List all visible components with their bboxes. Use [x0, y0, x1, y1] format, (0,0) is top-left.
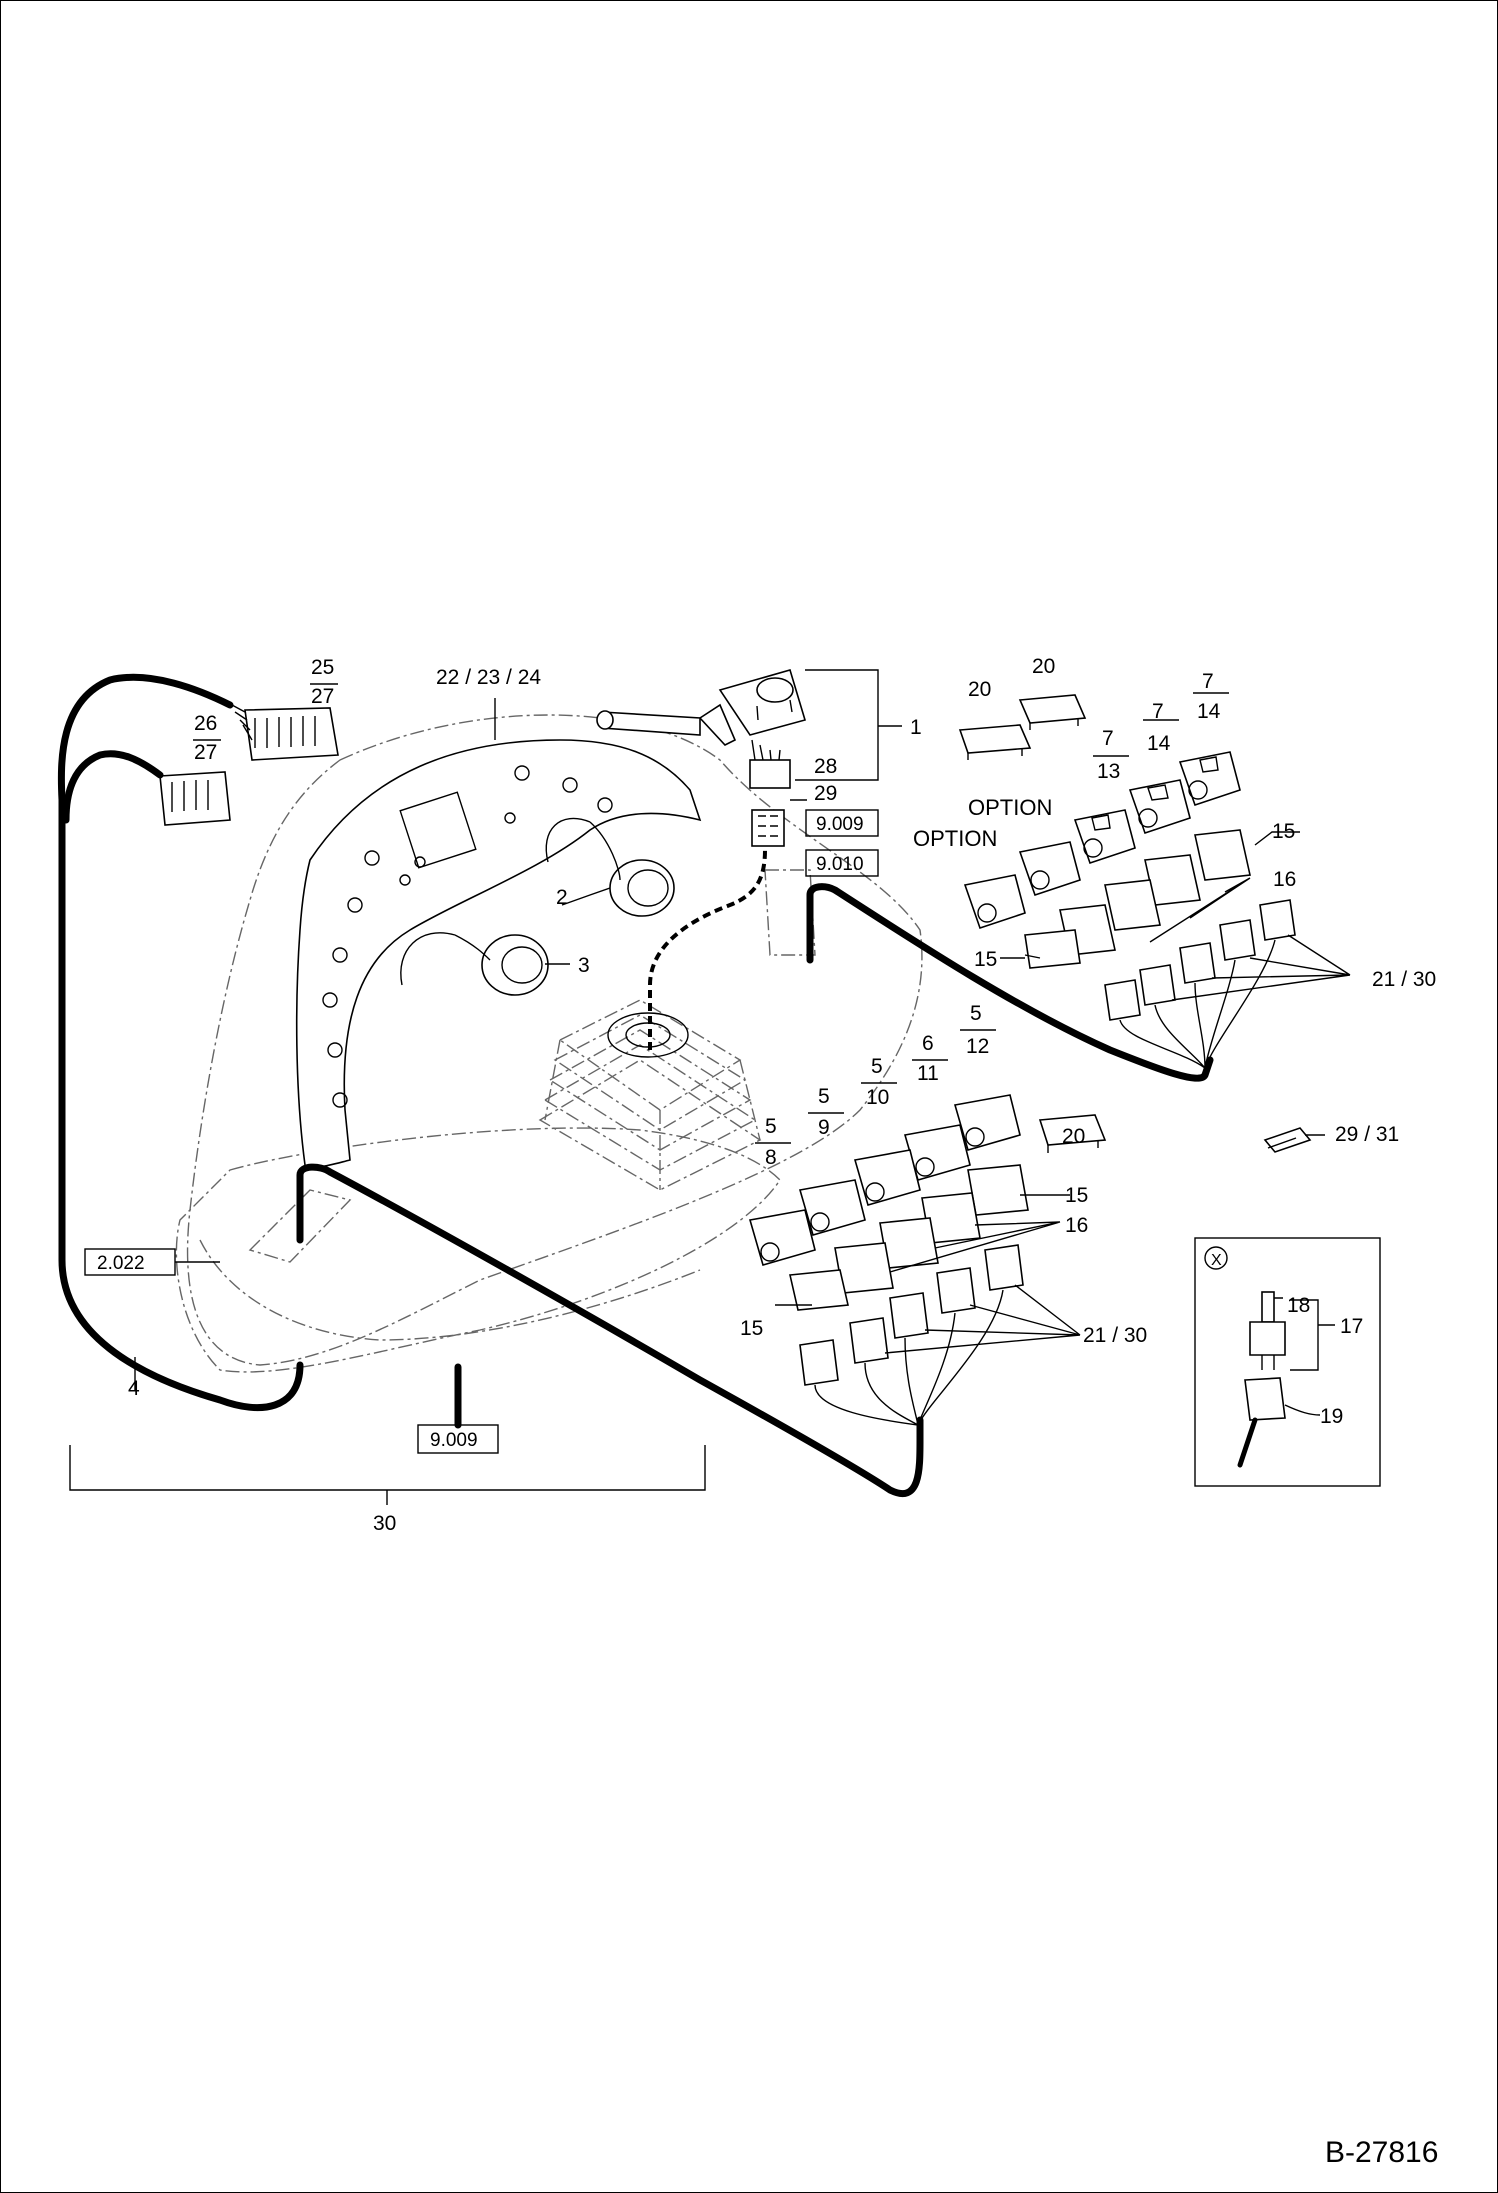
- label-26: 26: [194, 712, 217, 735]
- label-13: 13: [1097, 760, 1120, 783]
- label-option-a: OPTION: [968, 795, 1052, 820]
- label-19: 19: [1320, 1405, 1343, 1428]
- terminal-29-31: [1263, 1127, 1312, 1153]
- label-5-a: 5: [970, 1002, 982, 1025]
- ref-box-9009-bottom: [417, 1424, 499, 1454]
- label-2: 2: [556, 886, 568, 909]
- label-18: 18: [1287, 1294, 1310, 1317]
- ref-box-9009-top: [805, 809, 879, 837]
- label-20-c: 20: [1062, 1125, 1085, 1148]
- ref-box-9010: [805, 849, 879, 877]
- label-7-b: 7: [1152, 700, 1164, 723]
- label-21-30-b: 21 / 30: [1083, 1324, 1147, 1347]
- detail-box: [1194, 1237, 1381, 1487]
- connector-26-27: [159, 771, 231, 826]
- label-20-b: 20: [1032, 655, 1055, 678]
- label-29: 29: [814, 782, 837, 805]
- label-4: 4: [128, 1377, 140, 1400]
- fraction-bars: [193, 683, 1229, 1144]
- label-7-a: 7: [1102, 727, 1114, 750]
- instrument-panel: [295, 739, 702, 1168]
- label-21-30-a: 21 / 30: [1372, 968, 1436, 991]
- text-labels: 1 2 3 4 22 / 23 / 24 25 27 26 27 28 29 2…: [128, 655, 1436, 1535]
- label-5-c: 5: [818, 1085, 830, 1108]
- label-15-a: 15: [1272, 820, 1295, 843]
- label-25: 25: [311, 656, 334, 679]
- harness-main: [57, 673, 1214, 1497]
- top-switch-cluster: [958, 694, 1351, 1069]
- label-29-31: 29 / 31: [1335, 1123, 1399, 1146]
- label-5-d: 5: [765, 1115, 777, 1138]
- label-20-a: 20: [968, 678, 991, 701]
- detail-x-marker: X: [1211, 1252, 1222, 1269]
- label-6: 6: [922, 1032, 934, 1055]
- column-switch: [596, 669, 807, 847]
- ref-9009-top: 9.009: [816, 814, 864, 835]
- label-16-a: 16: [1273, 868, 1296, 891]
- ref-9009-bottom: 9.009: [430, 1430, 478, 1451]
- bottom-switch-cluster: [748, 1094, 1107, 1426]
- label-16-b: 16: [1065, 1214, 1088, 1237]
- ref-9010: 9.010: [816, 854, 864, 875]
- label-15-b: 15: [974, 948, 997, 971]
- label-11: 11: [917, 1062, 939, 1085]
- label-30: 30: [373, 1512, 396, 1535]
- console-outline: [175, 714, 923, 1373]
- label-12: 12: [966, 1035, 989, 1058]
- label-5-b: 5: [871, 1055, 883, 1078]
- reference-boxes: [84, 809, 879, 1454]
- label-15-d: 15: [740, 1317, 763, 1340]
- label-7-c: 7: [1202, 670, 1214, 693]
- label-27-a: 27: [311, 685, 334, 708]
- label-9: 9: [818, 1116, 830, 1139]
- label-10: 10: [866, 1086, 889, 1109]
- label-14-b: 14: [1197, 700, 1221, 723]
- label-14-a: 14: [1147, 732, 1171, 755]
- drawing-number: B-27816: [1325, 2136, 1438, 2169]
- ref-box-2022: [84, 1248, 176, 1276]
- reference-texts: 9.009 9.010 2.022 9.009: [97, 814, 864, 1451]
- label-15-c: 15: [1065, 1184, 1088, 1207]
- label-17: 17: [1340, 1315, 1363, 1338]
- connector-25-27: [231, 704, 339, 761]
- label-22-23-24: 22 / 23 / 24: [436, 666, 541, 689]
- leader-lines: [69, 669, 1325, 1505]
- ref-2022: 2.022: [97, 1253, 145, 1274]
- joystick-boot: [538, 999, 762, 1191]
- label-1: 1: [910, 716, 922, 739]
- label-27-b: 27: [194, 741, 217, 764]
- label-28: 28: [814, 755, 837, 778]
- label-3: 3: [578, 954, 590, 977]
- label-8: 8: [765, 1146, 777, 1169]
- label-option-b: OPTION: [913, 826, 997, 851]
